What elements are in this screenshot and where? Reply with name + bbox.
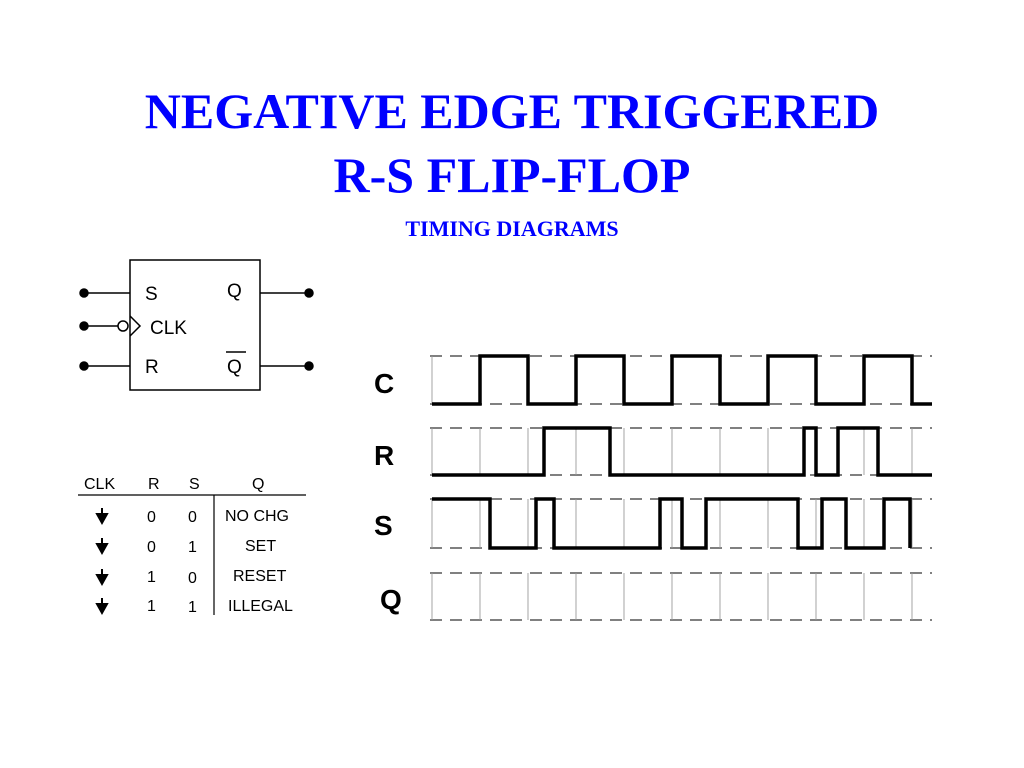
waveform-c	[432, 354, 932, 406]
timing-grid	[430, 355, 932, 621]
r-input-label: R	[145, 357, 159, 378]
truth-table-header: CLK R S Q	[84, 476, 264, 493]
flip-flop-symbol	[79, 259, 314, 391]
row-r-value: 0	[147, 509, 156, 526]
signal-label-s: S	[374, 510, 393, 541]
clk-inversion-bubble	[117, 320, 129, 332]
falling-edge-arrow-icon	[95, 508, 109, 526]
flip-flop-box	[129, 259, 261, 391]
waveform-r	[432, 426, 932, 477]
timing-waveforms	[432, 354, 932, 550]
header-q: Q	[252, 476, 264, 493]
row-r-value: 1	[147, 569, 156, 586]
row-s-value: 0	[188, 509, 197, 526]
waveform-s	[432, 497, 912, 550]
clk-input-terminal	[79, 321, 89, 331]
header-s: S	[189, 476, 200, 493]
row-s-value: 1	[188, 539, 197, 556]
row-q-value: SET	[245, 538, 276, 555]
page-subtitle: TIMING DIAGRAMS	[405, 216, 619, 241]
falling-edge-arrow-icon	[95, 569, 109, 587]
flip-flop-labels: S CLK R Q Q	[145, 281, 242, 378]
page-title: NEGATIVE EDGE TRIGGERED	[144, 83, 880, 139]
row-q-value: NO CHG	[225, 508, 289, 525]
header-r: R	[148, 476, 160, 493]
q-output-label: Q	[227, 281, 242, 302]
table-row: 0 1 SET	[95, 538, 276, 556]
s-input-terminal	[79, 288, 89, 298]
row-q-value: ILLEGAL	[228, 598, 293, 615]
timing-signal-labels: C R S Q	[374, 368, 402, 615]
row-s-value: 1	[188, 599, 197, 616]
q-bar-output-label: Q	[227, 357, 242, 378]
row-s-value: 0	[188, 570, 197, 587]
clk-edge-marker	[129, 315, 142, 337]
r-input-terminal	[79, 361, 89, 371]
row-r-value: 0	[147, 539, 156, 556]
table-row: 1 1 ILLEGAL	[95, 598, 293, 616]
signal-label-q: Q	[380, 584, 402, 615]
header-clk: CLK	[84, 476, 115, 493]
row-q-value: RESET	[233, 568, 287, 585]
q-output-terminal	[304, 288, 314, 298]
signal-label-r: R	[374, 440, 394, 471]
page-title-line-2: R-S FLIP-FLOP	[333, 147, 691, 203]
table-row: 1 0 RESET	[95, 568, 287, 587]
falling-edge-arrow-icon	[95, 598, 109, 616]
truth-table: CLK R S Q 0 0 NO CHG 0 1 SET 1 0 RESET 1	[78, 476, 306, 616]
falling-edge-arrow-icon	[95, 538, 109, 556]
row-r-value: 1	[147, 598, 156, 615]
q-bar-output-terminal	[304, 361, 314, 371]
s-input-label: S	[145, 284, 158, 305]
table-row: 0 0 NO CHG	[95, 508, 289, 526]
signal-label-c: C	[374, 368, 394, 399]
timing-diagram: C R S Q	[374, 354, 932, 621]
clk-input-label: CLK	[150, 318, 187, 339]
